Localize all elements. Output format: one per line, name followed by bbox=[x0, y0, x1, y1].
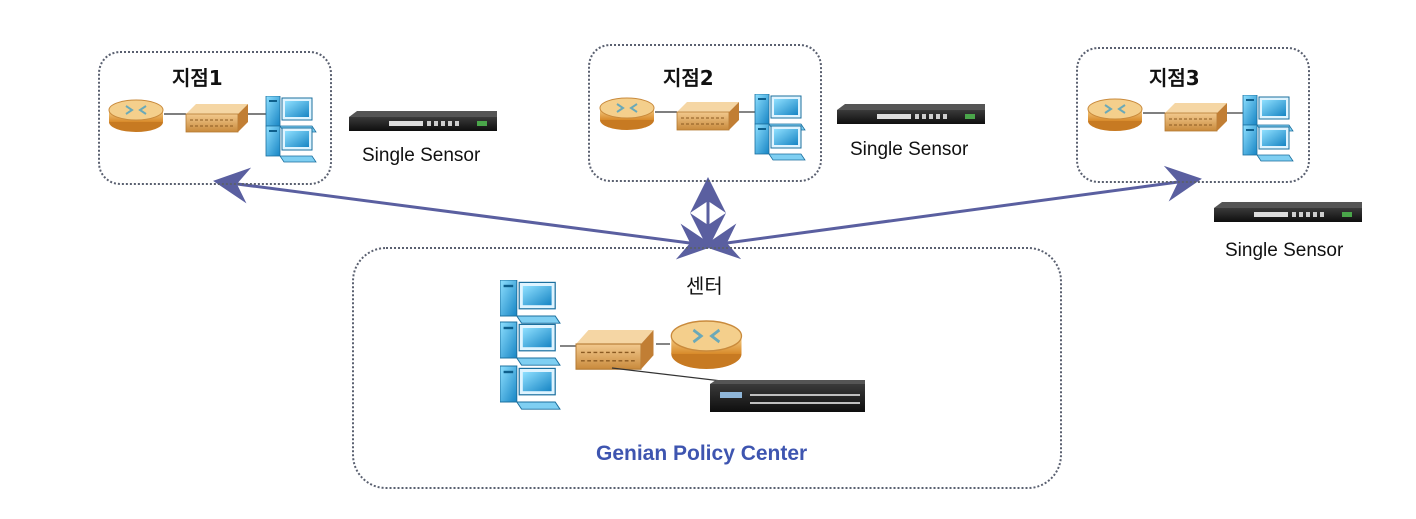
switch-icon bbox=[575, 329, 655, 370]
switch-icon bbox=[1164, 102, 1228, 132]
center-box bbox=[352, 247, 1062, 489]
router-icon bbox=[599, 97, 655, 131]
center-title: 센터 bbox=[686, 274, 723, 298]
branch1-network bbox=[108, 96, 317, 163]
branch-title-2: 지점2 bbox=[663, 66, 714, 90]
server-appliance-icon bbox=[710, 380, 865, 412]
pc-icon bbox=[500, 365, 561, 410]
branch-title-1: 지점1 bbox=[172, 66, 223, 90]
branch-title-3: 지점3 bbox=[1149, 66, 1200, 90]
pc-icon bbox=[1242, 124, 1294, 162]
sensor-appliance-icon bbox=[837, 104, 985, 124]
sensor-label-2: Single Sensor bbox=[850, 139, 969, 160]
link-center-branch1 bbox=[213, 167, 714, 260]
switch-icon bbox=[676, 101, 740, 131]
pc-icon bbox=[265, 125, 317, 163]
pc-icon bbox=[500, 280, 561, 324]
branch2-network bbox=[599, 94, 806, 161]
router-icon bbox=[669, 319, 743, 371]
pc-icon bbox=[754, 123, 806, 161]
switch-icon bbox=[185, 103, 249, 133]
branch-box-1 bbox=[98, 51, 332, 185]
branch-box-2 bbox=[588, 44, 822, 182]
product-name: Genian Policy Center bbox=[596, 442, 808, 465]
router-icon bbox=[108, 99, 164, 133]
sensor-label-3: Single Sensor bbox=[1225, 240, 1344, 261]
router-icon bbox=[1087, 98, 1143, 132]
sensor-label-1: Single Sensor bbox=[362, 145, 481, 166]
branch-box-3 bbox=[1076, 47, 1310, 183]
branch3-network bbox=[1087, 95, 1294, 162]
sensor-appliance-icon bbox=[349, 111, 497, 131]
center-network bbox=[500, 280, 865, 412]
pc-icon bbox=[500, 321, 561, 366]
link-center-branch3 bbox=[703, 165, 1202, 260]
sensor-appliance-icon bbox=[1214, 202, 1362, 222]
